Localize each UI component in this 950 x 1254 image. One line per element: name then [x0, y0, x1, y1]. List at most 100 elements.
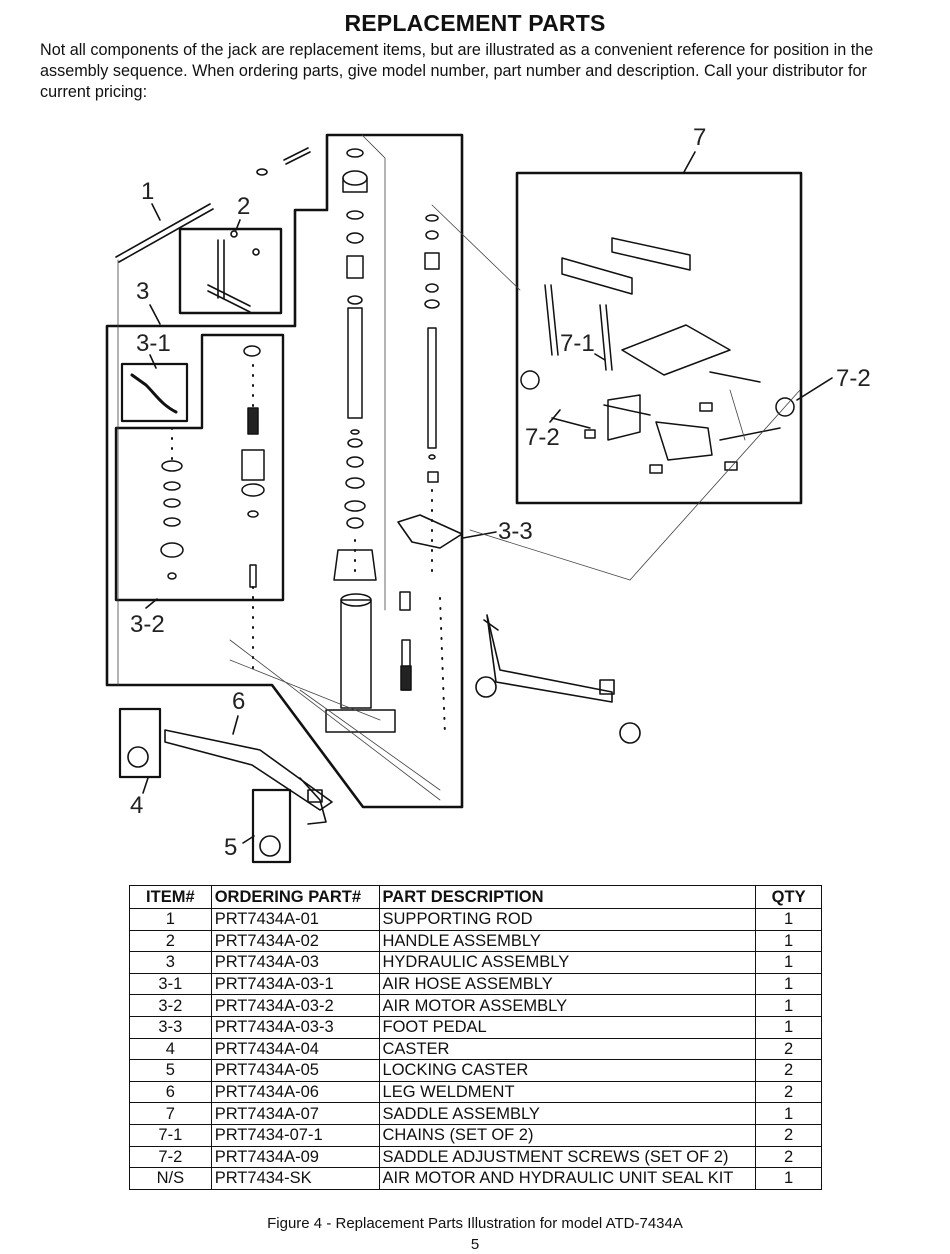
item-cell: 6 [129, 1080, 212, 1104]
page-number: 5 [470, 1236, 480, 1253]
callout-7-2-left: 7-2 [525, 424, 560, 451]
item-cell: 5 [129, 1059, 212, 1082]
part-cell: PRT7434A-02 [210, 929, 380, 953]
table-header-row: ITEM# ORDERING PART# PART DESCRIPTION QT… [129, 885, 822, 909]
diagram-drawing [105, 133, 833, 864]
description-cell: SADDLE ADJUSTMENT SCREWS (SET OF 2) [378, 1145, 757, 1169]
qty-cell: 2 [755, 1123, 822, 1147]
description-cell: CASTER [378, 1037, 757, 1061]
part-cell: PRT7434A-03 [210, 951, 380, 974]
description-cell: AIR HOSE ASSEMBLY [378, 972, 757, 996]
item-cell: 7-2 [129, 1145, 212, 1169]
part-cell: PRT7434A-03-3 [210, 1015, 380, 1039]
qty-cell: 1 [755, 908, 822, 931]
leader-lines [142, 151, 833, 844]
header-qty: QTY [755, 885, 822, 909]
part-cell: PRT7434A-01 [210, 908, 380, 931]
part-cell: PRT7434A-04 [210, 1037, 380, 1061]
item-cell: 7 [129, 1102, 212, 1125]
figure-caption: Figure 4 - Replacement Parts Illustratio… [267, 1215, 683, 1232]
callout-7-2-right: 7-2 [836, 365, 871, 392]
description-cell: AIR MOTOR ASSEMBLY [378, 994, 757, 1017]
intro-paragraph: Not all components of the jack are repla… [40, 41, 874, 101]
item-cell: 4 [129, 1037, 212, 1061]
item-cell: 3 [129, 951, 212, 974]
description-cell: LEG WELDMENT [378, 1080, 757, 1104]
item-cell: 1 [129, 908, 212, 931]
callout-6: 6 [232, 688, 246, 715]
hydraulic-assembly-outline [105, 133, 464, 809]
qty-cell: 2 [755, 1145, 822, 1169]
part-cell: PRT7434-SK [210, 1167, 380, 1190]
parts-table: ITEM# ORDERING PART# PART DESCRIPTION QT… [129, 885, 822, 1190]
air-hose [130, 373, 178, 414]
header-ordering-part: ORDERING PART# [210, 885, 380, 909]
handle-assembly-box [178, 227, 283, 315]
handle [207, 230, 260, 313]
callout-1: 1 [141, 178, 155, 205]
center-column-parts [325, 148, 396, 733]
construction-lines [117, 134, 801, 801]
header-item: ITEM# [129, 885, 212, 909]
description-cell: SADDLE ASSEMBLY [378, 1102, 757, 1125]
fastener-dots [171, 364, 446, 736]
qty-cell: 2 [755, 1080, 822, 1104]
header-part-description: PART DESCRIPTION [378, 885, 757, 909]
qty-cell: 1 [755, 972, 822, 996]
item-cell: 2 [129, 929, 212, 953]
description-cell: AIR MOTOR AND HYDRAULIC UNIT SEAL KIT [378, 1167, 757, 1190]
callout-3-3: 3-3 [498, 518, 533, 545]
item-cell: 7-1 [129, 1123, 212, 1147]
description-cell: HANDLE ASSEMBLY [378, 929, 757, 953]
description-cell: LOCKING CASTER [378, 1059, 757, 1082]
callout-7: 7 [693, 124, 707, 151]
callout-3-1: 3-1 [136, 330, 171, 357]
qty-cell: 1 [755, 994, 822, 1017]
callout-7-1: 7-1 [560, 330, 595, 357]
part-cell: PRT7434A-09 [210, 1145, 380, 1169]
locking-caster-box [251, 788, 292, 864]
foot-pedal [397, 514, 463, 549]
item-cell: 3-3 [129, 1015, 212, 1039]
description-cell: SUPPORTING ROD [378, 908, 757, 931]
saddle-parts [520, 237, 795, 474]
part-cell: PRT7434A-05 [210, 1059, 380, 1082]
part-cell: PRT7434A-03-2 [210, 994, 380, 1017]
part-cell: PRT7434-07-1 [210, 1123, 380, 1147]
callout-3: 3 [136, 278, 150, 305]
description-cell: HYDRAULIC ASSEMBLY [378, 951, 757, 974]
air-motor-box [114, 333, 285, 602]
right-column-parts [399, 214, 440, 691]
part-cell: PRT7434A-03-1 [210, 972, 380, 996]
supporting-rod [115, 147, 311, 263]
exploded-parts-diagram: 1 2 3 3-1 3-2 3-3 4 5 6 7 7-1 7-2 7-2 [0, 110, 950, 880]
qty-cell: 2 [755, 1037, 822, 1061]
caster-box [118, 707, 162, 779]
qty-cell: 1 [755, 951, 822, 974]
item-cell: N/S [129, 1167, 212, 1190]
part-cell: PRT7434A-07 [210, 1102, 380, 1125]
item-cell: 3-2 [129, 994, 212, 1017]
part-cell: PRT7434A-06 [210, 1080, 380, 1104]
description-cell: CHAINS (SET OF 2) [378, 1123, 757, 1147]
qty-cell: 1 [755, 1102, 822, 1125]
qty-cell: 1 [755, 1015, 822, 1039]
page-title: REPLACEMENT PARTS [344, 10, 606, 36]
legs-and-casters [127, 614, 641, 857]
callout-2: 2 [237, 193, 251, 220]
qty-cell: 1 [755, 1167, 822, 1190]
saddle-assembly-box [515, 171, 803, 505]
